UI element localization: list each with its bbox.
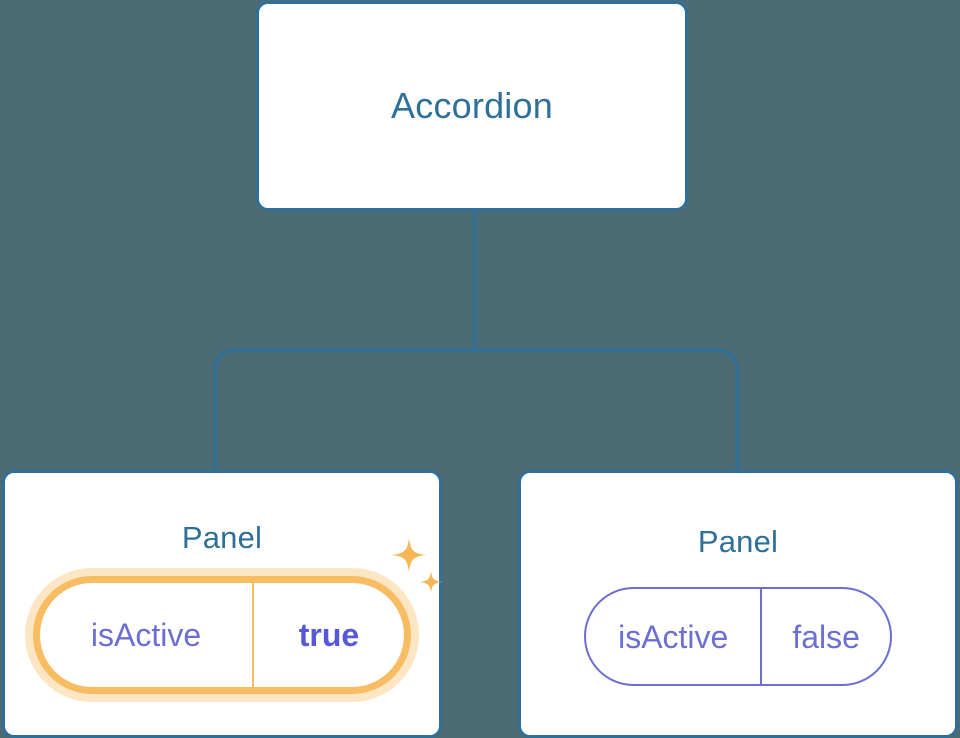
prop-key-isactive: isActive xyxy=(40,583,254,687)
prop-value-false: false xyxy=(792,618,860,655)
prop-pill-wrapper-active: isActive true xyxy=(33,538,442,694)
prop-value-true: true xyxy=(298,617,360,653)
prop-pill-isactive-true[interactable]: isActive true xyxy=(33,576,411,694)
prop-key-isactive: isActive xyxy=(586,589,763,684)
tree-node-accordion[interactable]: Accordion xyxy=(256,1,688,211)
sparkle-small-icon xyxy=(420,571,442,593)
connector-branch-left xyxy=(213,349,475,470)
connector-branch-right xyxy=(474,349,739,470)
tree-node-panel-inactive[interactable]: Panel isActive false xyxy=(518,470,958,738)
node-title-accordion: Accordion xyxy=(391,85,553,126)
node-title-panel-active: Panel xyxy=(181,520,263,555)
sparkle-icon xyxy=(392,538,426,572)
prop-pill-isactive-false[interactable]: isActive false xyxy=(584,587,892,686)
tree-node-panel-active[interactable]: Panel isActive true xyxy=(2,470,442,738)
node-title-panel-inactive: Panel xyxy=(697,524,779,559)
